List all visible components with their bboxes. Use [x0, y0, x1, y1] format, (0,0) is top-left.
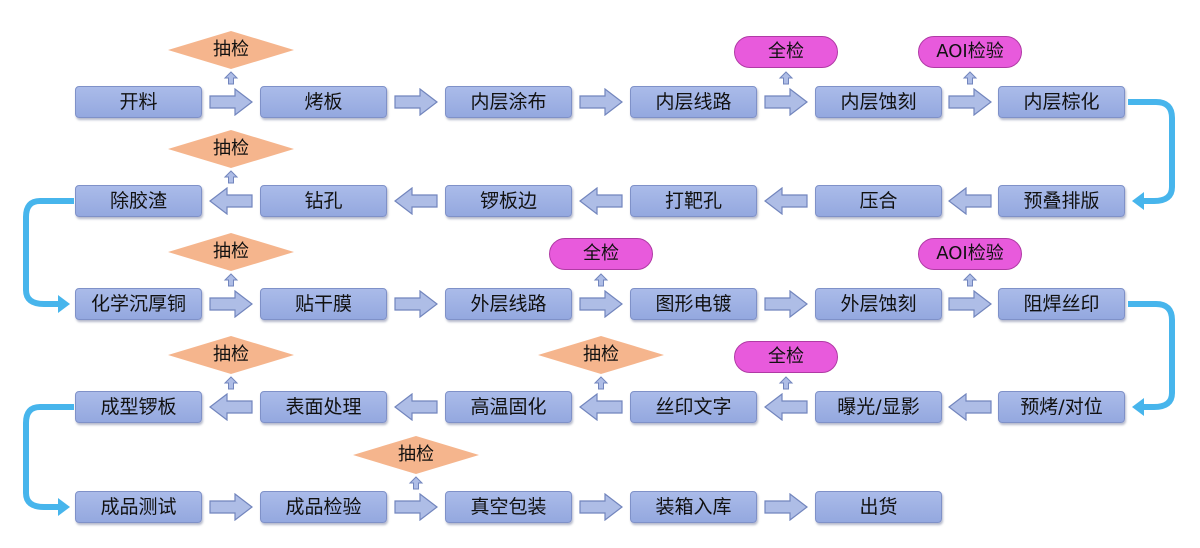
- flow-arrow-right-icon: [579, 493, 623, 521]
- process-step: 成品测试: [75, 491, 202, 523]
- flow-arrow-right-icon: [764, 493, 808, 521]
- process-step: 预烤/对位: [998, 391, 1125, 423]
- process-step: 真空包装: [445, 491, 572, 523]
- process-step: 表面处理: [260, 391, 387, 423]
- up-arrow-icon: [593, 273, 609, 287]
- up-arrow-icon: [962, 273, 978, 287]
- sampling-inspection-diamond: 抽检: [168, 233, 294, 271]
- process-step: 外层蚀刻: [815, 288, 942, 320]
- sampling-inspection-diamond: 抽检: [168, 31, 294, 69]
- flow-arrow-right-icon: [579, 290, 623, 318]
- process-step: 化学沉厚铜: [75, 288, 202, 320]
- up-arrow-icon: [778, 376, 794, 390]
- full-inspection-pill: 全检: [549, 238, 653, 270]
- process-step: 烤板: [260, 86, 387, 118]
- up-arrow-icon: [223, 170, 239, 184]
- row-turn-connector: [1128, 298, 1188, 416]
- row-turn-connector: [14, 195, 78, 313]
- process-step: 出货: [815, 491, 942, 523]
- flow-arrow-right-icon: [948, 88, 992, 116]
- up-arrow-icon: [223, 376, 239, 390]
- flow-arrow-left-icon: [209, 393, 253, 421]
- full-inspection-pill: 全检: [734, 341, 838, 373]
- flow-arrow-right-icon: [209, 290, 253, 318]
- row-turn-connector: [14, 401, 78, 516]
- process-step: 内层蚀刻: [815, 86, 942, 118]
- process-step: 打靶孔: [630, 185, 757, 217]
- flow-arrow-right-icon: [209, 88, 253, 116]
- flow-arrow-left-icon: [948, 393, 992, 421]
- process-step: 锣板边: [445, 185, 572, 217]
- up-arrow-icon: [408, 476, 424, 490]
- sampling-inspection-diamond: 抽检: [168, 336, 294, 374]
- process-step: 成品检验: [260, 491, 387, 523]
- flow-arrow-right-icon: [948, 290, 992, 318]
- process-step: 贴干膜: [260, 288, 387, 320]
- flow-arrow-right-icon: [394, 88, 438, 116]
- process-step: 成型锣板: [75, 391, 202, 423]
- flow-arrow-left-icon: [394, 187, 438, 215]
- flow-arrow-right-icon: [394, 493, 438, 521]
- flow-arrow-right-icon: [764, 290, 808, 318]
- sampling-inspection-diamond: 抽检: [353, 436, 479, 474]
- process-step: 开料: [75, 86, 202, 118]
- up-arrow-icon: [962, 71, 978, 85]
- flow-arrow-left-icon: [579, 393, 623, 421]
- flow-arrow-left-icon: [948, 187, 992, 215]
- flow-arrow-left-icon: [394, 393, 438, 421]
- up-arrow-icon: [223, 273, 239, 287]
- row-turn-connector: [1128, 96, 1188, 210]
- full-inspection-pill: AOI检验: [918, 36, 1022, 68]
- process-step: 阻焊丝印: [998, 288, 1125, 320]
- process-step: 装箱入库: [630, 491, 757, 523]
- up-arrow-icon: [223, 71, 239, 85]
- sampling-inspection-diamond: 抽检: [538, 336, 664, 374]
- flow-arrow-right-icon: [764, 88, 808, 116]
- process-step: 图形电镀: [630, 288, 757, 320]
- process-step: 预叠排版: [998, 185, 1125, 217]
- process-step: 钻孔: [260, 185, 387, 217]
- flow-arrow-right-icon: [209, 493, 253, 521]
- process-step: 内层涂布: [445, 86, 572, 118]
- process-step: 高温固化: [445, 391, 572, 423]
- process-step: 曝光/显影: [815, 391, 942, 423]
- flow-arrow-left-icon: [579, 187, 623, 215]
- flow-arrow-left-icon: [764, 187, 808, 215]
- process-step: 外层线路: [445, 288, 572, 320]
- up-arrow-icon: [778, 71, 794, 85]
- process-step: 丝印文字: [630, 391, 757, 423]
- process-step: 内层棕化: [998, 86, 1125, 118]
- process-step: 内层线路: [630, 86, 757, 118]
- process-step: 压合: [815, 185, 942, 217]
- flow-arrow-right-icon: [579, 88, 623, 116]
- flow-arrow-left-icon: [764, 393, 808, 421]
- sampling-inspection-diamond: 抽检: [168, 130, 294, 168]
- full-inspection-pill: 全检: [734, 36, 838, 68]
- full-inspection-pill: AOI检验: [918, 238, 1022, 270]
- flow-arrow-left-icon: [209, 187, 253, 215]
- up-arrow-icon: [593, 376, 609, 390]
- flow-arrow-right-icon: [394, 290, 438, 318]
- process-step: 除胶渣: [75, 185, 202, 217]
